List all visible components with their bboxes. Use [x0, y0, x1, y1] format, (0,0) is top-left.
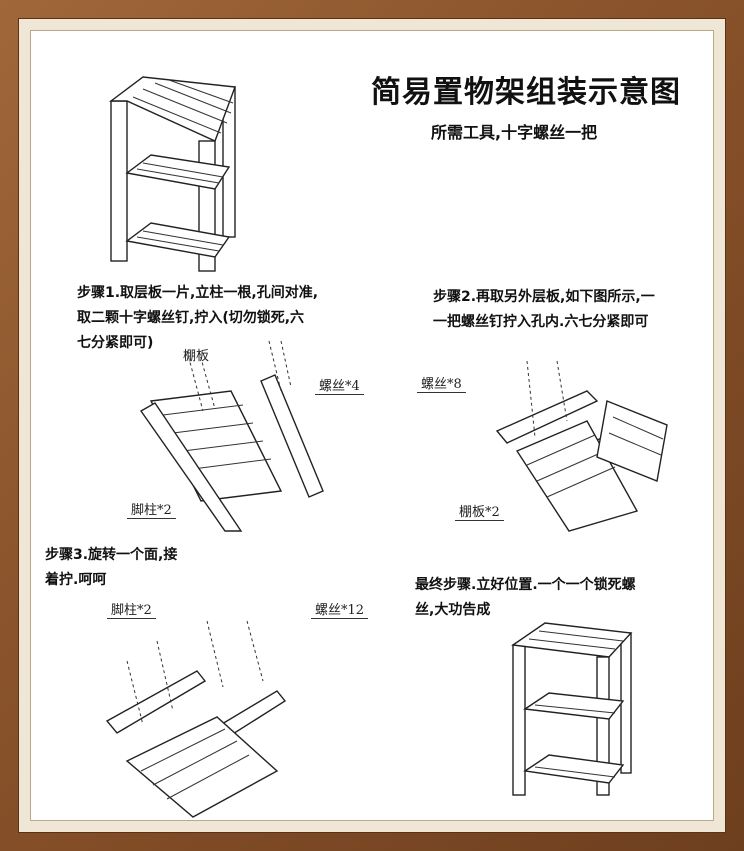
diagram-sheet: 简易置物架组装示意图 所需工具,十字螺丝一把 步骤1.取层板一片,立柱一根,孔间…: [30, 30, 714, 821]
final-step-line-2: 丝,大功告成: [415, 602, 491, 618]
step-3-illustration: [105, 620, 287, 818]
callout-legs-2-step3: 脚柱*2: [107, 599, 156, 619]
step-1-line-3: 七分紧即可): [77, 335, 154, 351]
callout-shelf: 棚板: [183, 349, 210, 364]
shelf-illustration-final: [511, 622, 633, 796]
step-3-line-1: 步骤3.旋转一个面,接: [45, 547, 178, 563]
step-2-illustration: [495, 360, 668, 532]
step-2-line-1: 步骤2.再取另外层板,如下图所示,一: [433, 289, 655, 305]
diagram-title: 简易置物架组装示意图: [371, 75, 681, 110]
step-2-text: 步骤2.再取另外层板,如下图所示,一 一把螺丝钉拧入孔内.六七分紧即可: [433, 285, 655, 335]
callout-screws-8: 螺丝*8: [417, 373, 466, 393]
step-3-text: 步骤3.旋转一个面,接 着拧.呵呵: [45, 543, 177, 593]
tools-needed: 所需工具,十字螺丝一把: [431, 123, 598, 142]
callout-screws-4: 螺丝*4: [315, 375, 364, 395]
step-3-line-2: 着拧.呵呵: [45, 572, 107, 588]
shelf-illustration-top: [108, 76, 236, 272]
step-2-line-2: 一把螺丝钉拧入孔内.六七分紧即可: [433, 314, 649, 330]
final-step-text: 最终步骤.立好位置.一个一个锁死螺 丝,大功告成: [415, 573, 636, 623]
callout-shelf-2: 棚板*2: [455, 501, 504, 521]
callout-legs-2-step1: 脚柱*2: [127, 499, 176, 519]
final-step-line-1: 最终步骤.立好位置.一个一个锁死螺: [415, 577, 636, 593]
callout-screws-12: 螺丝*12: [311, 599, 369, 619]
step-1-illustration: [139, 340, 324, 532]
shelf-frame: [108, 76, 236, 272]
step-1-text: 步骤1.取层板一片,立柱一根,孔间对准, 取二颗十字螺丝钉,拧入(切勿锁死,六 …: [77, 281, 318, 356]
step-1-line-2: 取二颗十字螺丝钉,拧入(切勿锁死,六: [77, 310, 305, 326]
step-1-line-1: 步骤1.取层板一片,立柱一根,孔间对准,: [77, 285, 319, 301]
